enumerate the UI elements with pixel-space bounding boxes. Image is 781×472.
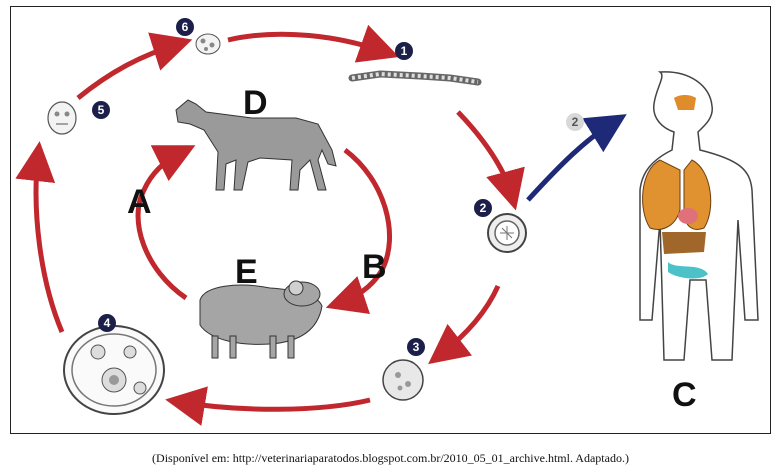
arrow-3-to-4 bbox=[165, 386, 371, 426]
human-illustration bbox=[639, 71, 759, 361]
stage-1-badge: 1 bbox=[395, 42, 413, 60]
stage-6-illustration bbox=[195, 33, 221, 55]
label-A: A bbox=[127, 183, 152, 221]
arrow-2-to-3 bbox=[428, 284, 501, 365]
stage-4-cyst bbox=[63, 325, 165, 415]
arrow-5-to-6 bbox=[76, 32, 193, 100]
arrow-6-to-1 bbox=[227, 24, 400, 63]
stage-3-badge: 3 bbox=[407, 338, 425, 356]
arrow-to-human bbox=[526, 114, 627, 202]
stage-5-protoscolex bbox=[47, 101, 77, 135]
arrow-A bbox=[135, 145, 196, 301]
stage-6-badge: 6 bbox=[176, 18, 194, 36]
stage-3-oncosphere bbox=[382, 359, 424, 401]
label-C: C bbox=[672, 376, 697, 414]
arrow-4-to-5 bbox=[15, 141, 65, 333]
stage-2-badge: 2 bbox=[474, 199, 492, 217]
stage-5-badge: 5 bbox=[92, 101, 110, 119]
human-stage-badge: 2 bbox=[566, 113, 584, 131]
arrow-1-to-2 bbox=[456, 110, 525, 211]
sheep-illustration bbox=[199, 280, 323, 359]
label-B: B bbox=[362, 248, 387, 286]
stage-2-egg bbox=[487, 213, 527, 253]
dog-illustration bbox=[175, 99, 337, 191]
arrow-B bbox=[325, 148, 392, 315]
source-caption: (Disponível em: http://veterinariaparato… bbox=[152, 451, 629, 465]
label-D: D bbox=[243, 84, 268, 122]
stage-1-tapeworm bbox=[348, 70, 482, 86]
stage-4-badge: 4 bbox=[98, 314, 116, 332]
label-E: E bbox=[235, 253, 258, 291]
